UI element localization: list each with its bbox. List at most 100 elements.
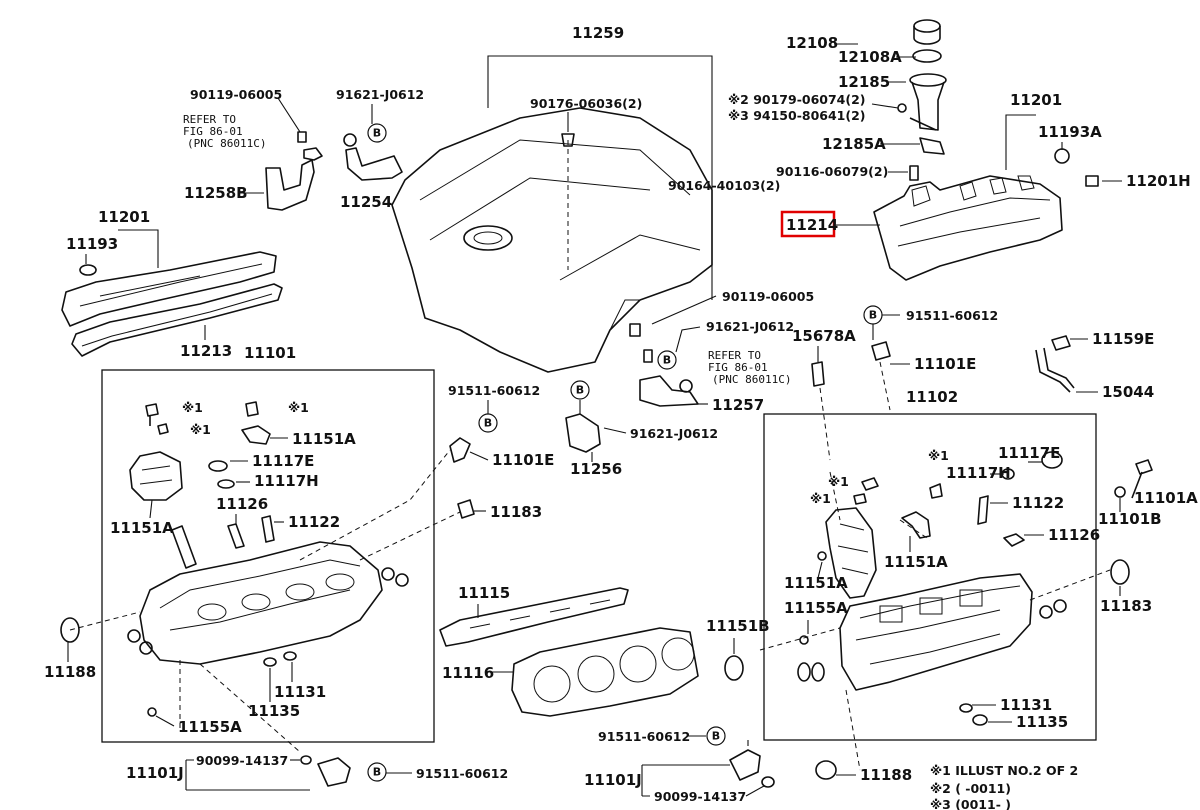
label-11116[interactable]: 11116 [442,664,494,682]
label-91621-mid[interactable]: 91621-J0612 [706,319,794,334]
label-91511-bl[interactable]: 91511-60612 [416,766,508,781]
label-11101j-right[interactable]: 11101J [584,771,642,789]
box-11101 [101,369,435,743]
bracket-11151a-r1 [825,507,877,599]
label-11188-bottom[interactable]: 11188 [860,766,912,784]
label-90164[interactable]: 90164-40103(2) [668,178,780,193]
label-11117e-l[interactable]: 11117E [252,452,314,470]
label-90099-right[interactable]: 90099-14137 [654,789,746,804]
valve-cover-right-bosses [959,175,1035,201]
plug-11117e-r [1041,451,1063,469]
label-11183-right[interactable]: 11183 [1100,597,1152,615]
label-11122-r[interactable]: 11122 [1012,494,1064,512]
box-11102 [763,413,1097,741]
valve-cover-left-detail [79,263,263,307]
label-91511-right[interactable]: 91511-60612 [906,308,998,323]
label-11101b[interactable]: 11101B [1098,510,1162,528]
leader-91621-mid [675,326,701,353]
label-11135-r[interactable]: 11135 [1016,713,1068,731]
label-12185a[interactable]: 12185A [822,135,886,153]
gasket-11115 [439,587,629,647]
fitting-11159e [1051,335,1071,351]
label-91511-mid[interactable]: 91511-60612 [448,383,540,398]
label-11122-l[interactable]: 11122 [288,513,340,531]
label-11131-r[interactable]: 11131 [1000,696,1052,714]
label-12108[interactable]: 12108 [786,34,838,52]
pipe-15044-edge [1043,347,1075,389]
label-m2-90179[interactable]: ※2 90179-06074(2) [728,92,866,107]
leader-90119-mid [651,295,717,325]
label-11131-l[interactable]: 11131 [274,683,326,701]
leader-11151a-l2 [149,499,153,519]
label-11117h-r[interactable]: 11117H [946,464,1011,482]
label-15044[interactable]: 15044 [1102,383,1154,401]
label-11155a-r[interactable]: 11155A [784,599,848,617]
label-11126-r[interactable]: 11126 [1048,526,1100,544]
seal-11151b [724,655,744,681]
label-11135-l[interactable]: 11135 [248,702,300,720]
label-11213[interactable]: 11213 [180,342,232,360]
badge-b-bl-text: B [373,766,381,779]
label-11151b[interactable]: 11151B [706,617,770,635]
plug-11188 [60,617,80,643]
washer-11131-l [263,657,277,667]
label-90116[interactable]: 90116-06079(2) [776,164,888,179]
label-11254[interactable]: 11254 [340,193,392,211]
label-11101[interactable]: 11101 [244,344,296,362]
label-12185[interactable]: 12185 [838,73,890,91]
label-11101e-right[interactable]: 11101E [914,355,976,373]
label-11101j-left[interactable]: 11101J [126,764,184,782]
label-11183-left[interactable]: 11183 [490,503,542,521]
label-11201-left[interactable]: 11201 [98,208,150,226]
label-11117e-r[interactable]: 11117E [998,444,1060,462]
label-11102[interactable]: 11102 [906,388,958,406]
label-91621-lower[interactable]: 91621-J0612 [630,426,718,441]
label-15678a[interactable]: 15678A [792,327,856,345]
label-11201-right[interactable]: 11201 [1010,91,1062,109]
label-11193a[interactable]: 11193A [1038,123,1102,141]
label-m3-94150[interactable]: ※3 94150-80641(2) [728,108,866,123]
bolt-11201h [1085,175,1099,187]
label-90176[interactable]: 90176-06036(2) [530,96,642,111]
label-11101a[interactable]: 11101A [1134,489,1198,507]
badge-b-bm [706,726,726,746]
refer-mid-line3: (PNC 86011C) [712,373,791,386]
cap-11193 [79,264,97,276]
oil-cap-top [913,19,941,33]
label-11151a-r1[interactable]: 11151A [784,574,848,592]
label-11259[interactable]: 11259 [572,24,624,42]
label-11159e[interactable]: 11159E [1092,330,1154,348]
label-11258b[interactable]: 11258B [184,184,248,202]
label-11257[interactable]: 11257 [712,396,764,414]
badge-b-91511-mid-text: B [484,417,492,430]
label-90099-left[interactable]: 90099-14137 [196,753,288,768]
bracket-11254 [345,147,403,181]
label-12108a[interactable]: 12108A [838,48,902,66]
label-11151a-l2[interactable]: 11151A [110,519,174,537]
gasket-12185a [919,137,945,155]
badge-b-right-text: B [869,309,877,322]
label-91621-top[interactable]: 91621-J0612 [336,87,424,102]
label-11193[interactable]: 11193 [66,235,118,253]
mark1-l2: ※1 [190,422,211,437]
washer-11135-l [283,651,297,661]
label-11151a-l1[interactable]: 11151A [292,430,356,448]
label-11214[interactable]: 11214 [786,216,838,234]
cam-cap-3 [959,589,983,607]
label-11117h-l[interactable]: 11117H [254,472,319,490]
label-11126-l[interactable]: 11126 [216,495,268,513]
label-90119-top[interactable]: 90119-06005 [190,87,282,102]
label-91511-bm[interactable]: 91511-60612 [598,729,690,744]
label-11256[interactable]: 11256 [570,460,622,478]
label-11188[interactable]: 11188 [44,663,96,681]
port-l4 [325,573,355,591]
label-11155a-l[interactable]: 11155A [178,718,242,736]
top-left-brackets: 90119-06005 REFER TO FIG 86-01 (PNC 8601… [183,87,424,211]
label-11151a-r2[interactable]: 11151A [884,553,948,571]
label-11115[interactable]: 11115 [458,584,510,602]
label-11101e-left[interactable]: 11101E [492,451,554,469]
refer-mid-line1: REFER TO [708,349,761,362]
label-11201h[interactable]: 11201H [1126,172,1191,190]
bracket-11256 [565,413,601,453]
label-90119-mid[interactable]: 90119-06005 [722,289,814,304]
